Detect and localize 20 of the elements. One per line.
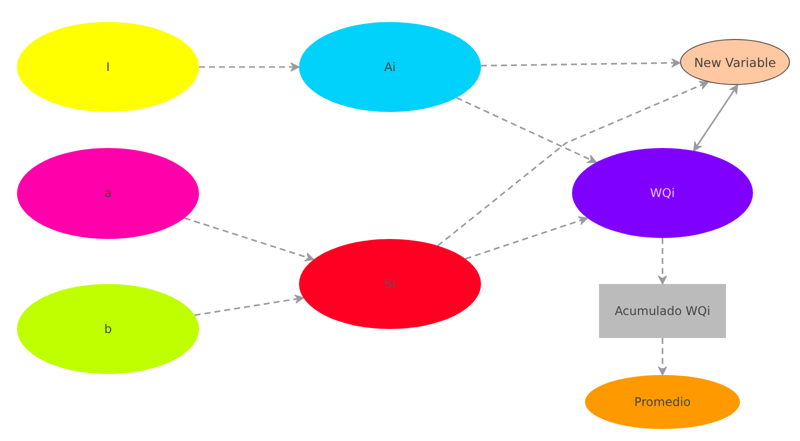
node-label: Si [384, 276, 396, 292]
process-box [599, 284, 726, 338]
arrow [480, 58, 681, 68]
node-label: New Variable [694, 54, 776, 70]
arrow [437, 81, 709, 246]
node-label: Ai [384, 60, 396, 74]
arrow [194, 294, 304, 316]
arrow [465, 216, 588, 260]
arrow [456, 97, 597, 164]
arrow [658, 338, 667, 376]
double-headed-arrow [693, 84, 738, 152]
arrow [658, 238, 667, 284]
node-label: a [104, 186, 112, 201]
node-label: b [104, 322, 112, 336]
node-label: I [106, 60, 110, 74]
node-label: WQi [650, 186, 675, 200]
node-label: Promedio [634, 394, 691, 410]
arrow [184, 217, 314, 262]
arrow [199, 62, 300, 72]
node-label: Acumulado WQi [614, 304, 710, 318]
